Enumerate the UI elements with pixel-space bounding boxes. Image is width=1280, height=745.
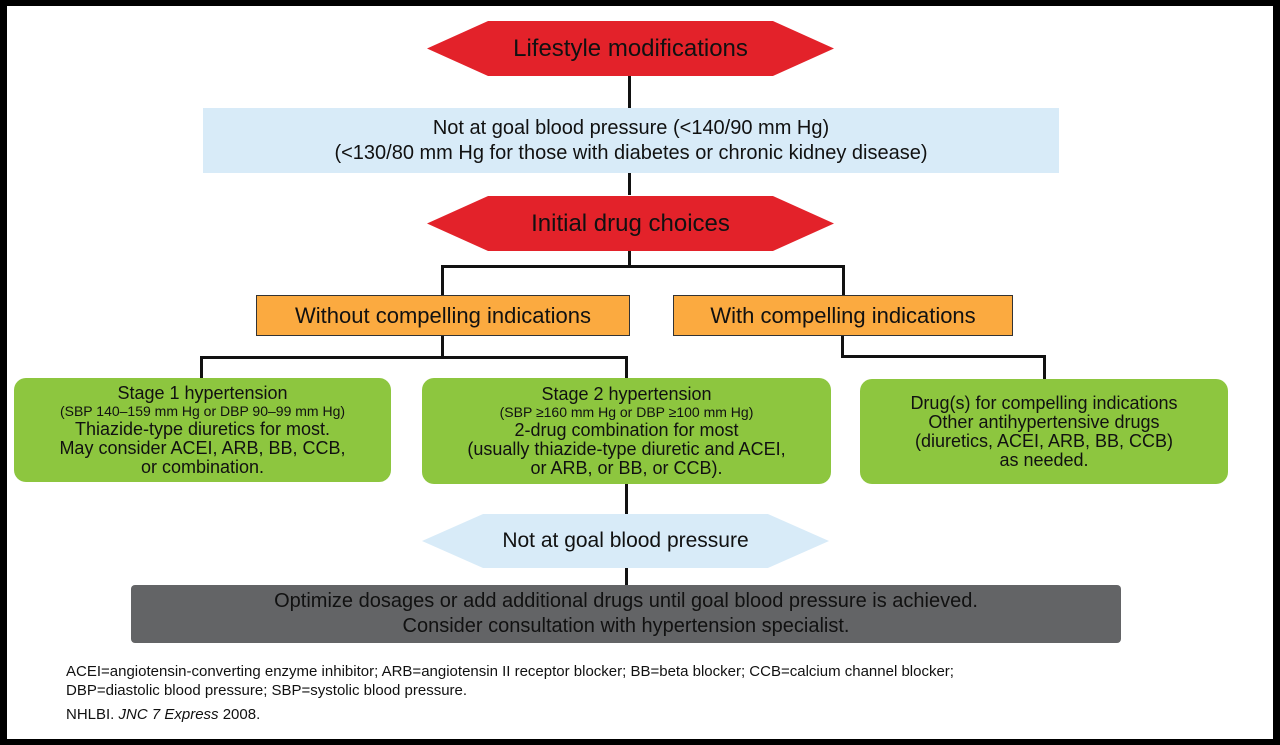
stage1-line1: Thiazide-type diuretics for most. <box>74 418 331 439</box>
initial-drug-choices-node: Initial drug choices <box>427 196 834 251</box>
initial-drug-choices-label: Initial drug choices <box>531 209 730 237</box>
stage2-title: Stage 2 hypertension <box>541 383 712 404</box>
not-at-goal-bp-line1: Not at goal blood pressure (<140/90 mm H… <box>432 116 830 139</box>
footnote-line2: DBP=diastolic blood pressure; SBP=systol… <box>66 682 468 699</box>
compelling-line3: (diuretics, ACEI, ARB, BB, CCB) <box>914 430 1174 451</box>
compelling-line4: as needed. <box>999 449 1089 470</box>
stage1-line3: or combination. <box>140 456 265 477</box>
stage1-title: Stage 1 hypertension <box>117 382 288 403</box>
connector-lifestyle-to-goal <box>628 72 631 110</box>
connector-stage2-down <box>625 356 628 378</box>
optimize-line1: Optimize dosages or add additional drugs… <box>274 590 978 612</box>
compelling-indications-drugs-box: Drug(s) for compelling indications Other… <box>860 379 1228 484</box>
without-compelling-indications-label: Without compelling indications <box>295 302 591 328</box>
source-citation: NHLBI. JNC 7 Express 2008. <box>66 706 260 723</box>
stage2-line2: (usually thiazide-type diuretic and ACEI… <box>467 438 786 459</box>
stage2-line3: or ARB, or BB, or CCB). <box>530 457 723 478</box>
source-prefix: NHLBI. <box>66 706 119 723</box>
not-at-goal-bp-line2: (<130/80 mm Hg for those with diabetes o… <box>334 141 928 164</box>
with-compelling-indications-box: With compelling indications <box>673 295 1013 336</box>
without-compelling-indications-box: Without compelling indications <box>256 295 630 336</box>
compelling-line2: Other antihypertensive drugs <box>928 411 1160 432</box>
optimize-dosages-box: Optimize dosages or add additional drugs… <box>131 585 1121 643</box>
connector-stage1-down <box>200 356 203 378</box>
footnote-line1: ACEI=angiotensin-converting enzyme inhib… <box>66 663 954 680</box>
connector-compelling-horizontal <box>841 355 1046 358</box>
stage2-criteria: (SBP ≥160 mm Hg or DBP ≥100 mm Hg) <box>499 403 754 420</box>
connector-compelling-down <box>1043 355 1046 379</box>
stage2-hypertension-box: Stage 2 hypertension (SBP ≥160 mm Hg or … <box>422 378 831 484</box>
lifestyle-modifications-label: Lifestyle modifications <box>513 34 748 62</box>
stage1-criteria: (SBP 140–159 mm Hg or DBP 90–99 mm Hg) <box>59 402 346 419</box>
source-title: JNC 7 Express <box>118 706 219 723</box>
flowchart-canvas: Lifestyle modifications Not at goal bloo… <box>7 6 1273 739</box>
compelling-line1: Drug(s) for compelling indications <box>910 392 1178 413</box>
connector-stage-horizontal <box>200 356 628 359</box>
stage1-line2: May consider ACEI, ARB, BB, CCB, <box>59 437 346 458</box>
stage1-hypertension-box: Stage 1 hypertension (SBP 140–159 mm Hg … <box>14 378 391 482</box>
lifestyle-modifications-node: Lifestyle modifications <box>427 21 834 76</box>
connector-branch-right <box>842 265 845 295</box>
connector-initial-down <box>628 249 631 266</box>
connector-stage2-to-notgoal <box>625 484 628 516</box>
not-at-goal-bp-node: Not at goal blood pressure <box>422 514 829 568</box>
not-at-goal-bp-box: Not at goal blood pressure (<140/90 mm H… <box>203 108 1059 173</box>
not-at-goal-bp-node-label: Not at goal blood pressure <box>502 529 749 552</box>
source-year: 2008. <box>218 706 261 723</box>
connector-notgoal-to-optimize <box>625 566 628 586</box>
connector-branch-horizontal <box>441 265 845 268</box>
abbreviations-footnote: ACEI=angiotensin-converting enzyme inhib… <box>66 662 1246 700</box>
optimize-line2: Consider consultation with hypertension … <box>402 615 850 637</box>
connector-with-down <box>841 336 844 356</box>
stage2-line1: 2-drug combination for most <box>514 419 739 440</box>
connector-without-down <box>441 336 444 357</box>
connector-goal-to-initial <box>628 172 631 195</box>
connector-branch-left <box>441 265 444 295</box>
with-compelling-indications-label: With compelling indications <box>710 302 976 328</box>
